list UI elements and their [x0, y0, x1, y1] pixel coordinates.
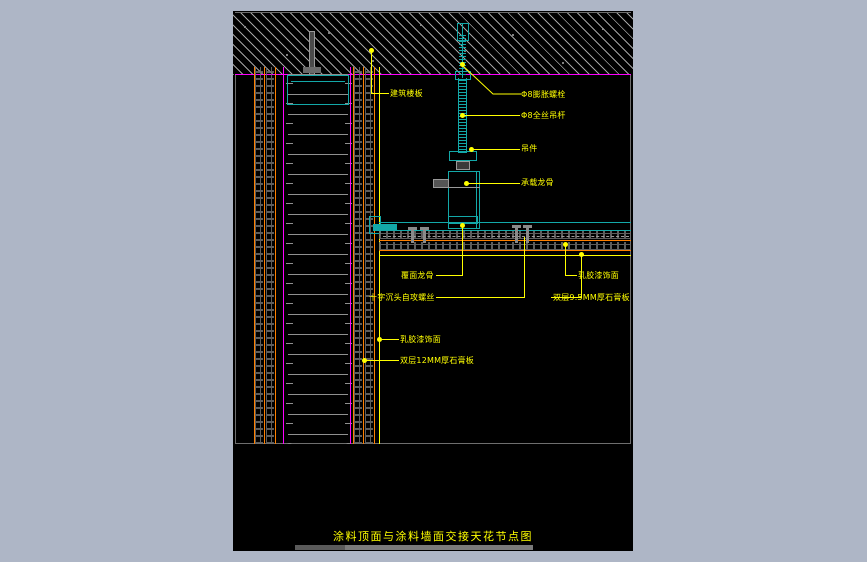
leader-wall-paint-h [379, 339, 399, 340]
wall-anchor-plate [303, 67, 321, 73]
slab-soffit-line [235, 74, 631, 75]
label-expansion-bolt: Φ8膨胀螺栓 [521, 90, 566, 99]
leader-ceiling-board-v [581, 254, 582, 298]
cad-drawing-canvas[interactable]: 建筑楼板 Φ8膨胀螺栓 Φ8全丝吊杆 吊件 承载龙骨 覆面龙骨 十字沉头自攻螺丝 [233, 11, 633, 551]
ceiling-board-layer-1 [379, 231, 631, 239]
leader-hanger-rod-h [462, 115, 520, 116]
title-underline-bar-dark [295, 545, 345, 550]
leader-screw-v [524, 237, 525, 298]
leader-furring-keel-h [436, 275, 463, 276]
insulation-right-edge [345, 69, 352, 444]
wall-track-top [287, 75, 349, 105]
label-furring-keel: 覆面龙骨 [401, 271, 434, 280]
wall-stud-line-right [350, 67, 351, 444]
wall-line-r1 [353, 67, 354, 444]
main-keel-flange [448, 187, 480, 188]
leader-main-keel-h [466, 183, 520, 184]
leader-ceiling-paint-h [565, 275, 577, 276]
leader-slab-v [371, 50, 372, 93]
screw-4 [526, 225, 529, 243]
wall-stud-line-left [283, 67, 284, 444]
screw-1 [411, 227, 414, 243]
screw-4-head [523, 225, 532, 228]
leader-expansion-bolt-path [461, 64, 521, 95]
wall-angle-bracket [369, 216, 381, 234]
label-wall-board: 双层12MM厚石膏板 [400, 356, 474, 365]
leader-hanger-piece-h [471, 149, 520, 150]
main-keel-web [476, 171, 477, 229]
wall-line-l2 [264, 67, 265, 444]
bolt-center-line [462, 23, 463, 78]
wall-board-right-inner [354, 67, 362, 444]
label-ceiling-board: 双层9.5MM厚石膏板 [553, 293, 630, 302]
wall-board-left-inner [266, 67, 274, 444]
leader-furring-keel-v [462, 225, 463, 276]
screw-3-head [512, 225, 521, 228]
title-underline-bar [295, 545, 533, 550]
screw-2 [423, 227, 426, 243]
ceiling-keel-top-line [379, 222, 631, 223]
keel-clip [433, 179, 449, 188]
label-hanger-piece: 吊件 [521, 144, 538, 153]
ceiling-board-layer-2 [379, 242, 631, 250]
leader-slab-h [371, 93, 389, 94]
hanger-piece-bracket [449, 151, 477, 161]
label-screw: 十字沉头自攻螺丝 [369, 293, 435, 302]
screw-3 [515, 225, 518, 243]
main-keel-channel [448, 171, 480, 229]
label-wall-paint: 乳胶漆饰面 [400, 335, 441, 344]
wall-line-r3 [374, 67, 375, 444]
leader-screw-h [436, 297, 525, 298]
drawing-title: 涂料顶面与涂料墙面交接天花节点图 [333, 530, 533, 543]
ceiling-board-line-1 [379, 240, 631, 241]
label-ceiling-paint: 乳胶漆饰面 [578, 271, 619, 280]
ceiling-keel-bottom-line [379, 230, 631, 231]
ceiling-edge-return [373, 224, 397, 231]
leader-ceiling-paint-v [565, 244, 566, 276]
hanger-piece-nut [456, 161, 470, 170]
label-hanger-rod: Φ8全丝吊杆 [521, 111, 566, 120]
insulation-left-edge [286, 69, 293, 444]
wall-board-right-outer [365, 67, 373, 444]
wall-line-r2 [363, 67, 364, 444]
leader-ceiling-board-h [551, 297, 582, 298]
leader-wall-board-h [364, 360, 399, 361]
drawing-border [235, 12, 631, 444]
wall-line-l1 [254, 67, 255, 444]
ceiling-dash-line [383, 236, 629, 237]
wall-insulation-batt [288, 69, 348, 444]
ceiling-paint-finish-line [379, 255, 631, 256]
label-main-keel: 承载龙骨 [521, 178, 554, 187]
screw-1-head [408, 227, 417, 230]
label-slab: 建筑楼板 [390, 89, 423, 98]
leader-node-expansion-bolt [460, 62, 465, 67]
wall-track-top-inner [291, 81, 345, 82]
concrete-aggregate-dots [233, 13, 633, 75]
wall-board-left-outer [255, 67, 263, 444]
wall-line-l3 [275, 67, 276, 444]
ceiling-board-line-2 [379, 250, 631, 251]
wall-anchor-bolt [309, 31, 315, 75]
screw-2-head [420, 227, 429, 230]
